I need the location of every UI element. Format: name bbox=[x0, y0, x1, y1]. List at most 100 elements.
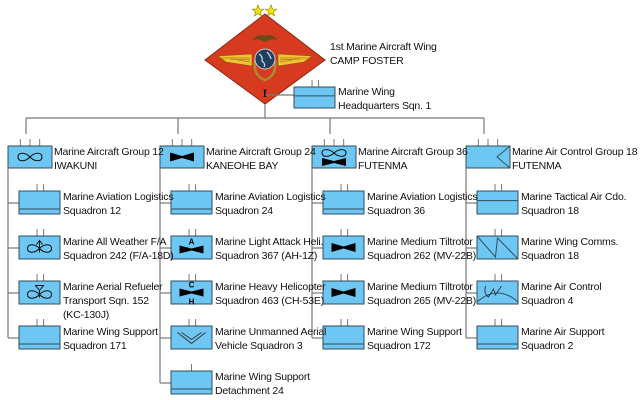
group-label-line2: KANEOHE BAY bbox=[206, 160, 279, 172]
unit-symbol-refueler bbox=[18, 274, 61, 305]
right-wing-icon bbox=[277, 53, 313, 67]
group-label-line2: FUTENMA bbox=[358, 160, 408, 172]
unit-label: Squadron 36 bbox=[367, 205, 425, 217]
roman-numeral: I bbox=[263, 86, 268, 100]
letter-h-icon: H bbox=[189, 298, 195, 307]
left-wing-icon bbox=[217, 53, 253, 67]
unit-label: Marine Aerial Refueler bbox=[63, 281, 163, 293]
unit-symbol-signal bbox=[476, 229, 519, 260]
unit-label: Marine Unmanned Aerial bbox=[215, 326, 327, 338]
wing-name: 1st Marine Aircraft Wing bbox=[330, 41, 437, 53]
unit-label: Detachment 24 bbox=[215, 385, 284, 397]
unit-box bbox=[170, 325, 213, 350]
unit-label: Marine Wing Comms. bbox=[521, 236, 619, 248]
unit-box bbox=[170, 235, 213, 260]
unit-label: Marine Heavy Helicopter bbox=[215, 281, 326, 293]
unit-symbol-logistics bbox=[18, 184, 61, 215]
unit-symbol-composite bbox=[311, 139, 357, 169]
unit-label: Squadron 2 bbox=[521, 340, 574, 352]
star-icon bbox=[251, 4, 265, 17]
unit-label: Marine Medium Tiltrotor bbox=[367, 281, 473, 293]
refuel-triangle-icon bbox=[34, 285, 45, 292]
unit-label: Squadron 367 (AH-1Z) bbox=[215, 250, 318, 262]
unit-label: Squadron 242 (F/A-18D) bbox=[63, 250, 174, 262]
unit-symbol-hq-bar bbox=[476, 184, 519, 215]
unit-symbol-attack-helicopter: A bbox=[170, 229, 213, 260]
unit-label: Squadron 171 bbox=[63, 340, 127, 352]
unit-box bbox=[170, 190, 213, 215]
unit-symbol-fixed-wing bbox=[7, 139, 53, 169]
letter-c-icon: C bbox=[189, 281, 195, 290]
unit-symbol-logistics bbox=[322, 319, 365, 350]
unit-symbol-uav bbox=[170, 319, 213, 350]
unit-label: Squadron 4 bbox=[521, 295, 574, 307]
unit-symbol-rotary-wing bbox=[159, 139, 205, 169]
unit-label: Marine Air Support bbox=[521, 326, 605, 338]
unit-label: Marine Light Attack Heli. bbox=[215, 236, 324, 248]
unit-symbol-tiltrotor bbox=[322, 229, 365, 260]
unit-box bbox=[465, 145, 511, 169]
unit-symbol-logistics bbox=[322, 184, 365, 215]
unit-label: Marine Tactical Air Cdo. bbox=[521, 191, 627, 203]
unit-box bbox=[18, 325, 61, 350]
unit-symbol-logistics bbox=[170, 364, 213, 395]
unit-label: Marine Aviation Logistics bbox=[63, 191, 174, 203]
anchor-icon bbox=[253, 59, 277, 82]
unit-label: Squadron 12 bbox=[63, 205, 121, 217]
unit-box bbox=[18, 190, 61, 215]
unit-symbol-fighter-attack bbox=[18, 229, 61, 260]
unit-label: Squadron 18 bbox=[521, 205, 579, 217]
unit-box bbox=[476, 190, 519, 215]
unit-box bbox=[476, 235, 519, 260]
unit-box bbox=[311, 145, 357, 169]
wing-location: CAMP FOSTER bbox=[330, 55, 404, 67]
unit-label: Squadron 262 (MV-22B) bbox=[367, 250, 477, 262]
signal-lightning-icon bbox=[476, 235, 519, 260]
unit-label: Squadron 18 bbox=[521, 250, 579, 262]
fixed-wing-icon bbox=[321, 149, 347, 157]
unit-label: Marine Wing Support bbox=[63, 326, 158, 338]
group-label-line2: IWAKUNI bbox=[54, 160, 98, 172]
unit-box bbox=[170, 370, 213, 395]
unit-label: Marine Aviation Logistics bbox=[367, 191, 478, 203]
unit-symbol-heavy-helicopter: CH bbox=[170, 274, 213, 307]
unit-box bbox=[293, 86, 336, 109]
unit-label: Marine Wing Support bbox=[215, 371, 310, 383]
group-label-line1: Marine Air Control Group 18 bbox=[512, 146, 638, 158]
unit-box bbox=[322, 325, 365, 350]
unit-label: Marine Air Control bbox=[521, 281, 602, 293]
unit-label: Squadron 265 (MV-22B) bbox=[367, 295, 477, 307]
star-icon bbox=[264, 4, 278, 17]
wing-insignia: I bbox=[204, 13, 326, 105]
unit-label: Squadron 172 bbox=[367, 340, 431, 352]
eagle-icon bbox=[252, 35, 278, 42]
uav-chevron-icon bbox=[177, 332, 206, 345]
group-label-line1: Marine Aircraft Group 36 bbox=[358, 146, 468, 158]
unit-symbol-air-control bbox=[465, 139, 511, 169]
group-label-line1: Marine Aircraft Group 24 bbox=[206, 146, 316, 158]
unit-label: Vehicle Squadron 3 bbox=[215, 340, 303, 352]
hq-label-line1: Marine Wing bbox=[338, 86, 395, 98]
unit-label: Squadron 463 (CH-53E) bbox=[215, 295, 325, 307]
unit-label: Transport Sqn. 152 bbox=[63, 295, 149, 307]
group-label-line1: Marine Aircraft Group 12 bbox=[54, 146, 164, 158]
unit-label: Marine All Weather F/A bbox=[63, 236, 167, 248]
unit-label: Squadron 24 bbox=[215, 205, 273, 217]
unit-symbol-hq-bar bbox=[293, 80, 336, 109]
unit-label: Marine Wing Support bbox=[367, 326, 462, 338]
unit-label: (KC-130J) bbox=[63, 309, 110, 321]
unit-label: Marine Aviation Logistics bbox=[215, 191, 326, 203]
unit-box bbox=[476, 325, 519, 350]
unit-label: Marine Medium Tiltrotor bbox=[367, 236, 473, 248]
unit-symbol-logistics bbox=[476, 319, 519, 350]
radar-dome-icon bbox=[476, 292, 519, 303]
group-label-line2: FUTENMA bbox=[512, 160, 562, 172]
hq-label-line2: Headquarters Sqn. 1 bbox=[338, 100, 432, 112]
fixed-wing-icon bbox=[17, 152, 43, 162]
unit-symbol-tiltrotor bbox=[322, 274, 365, 305]
unit-symbol-logistics bbox=[170, 184, 213, 215]
unit-symbol-radar bbox=[476, 274, 519, 305]
unit-symbol-logistics bbox=[18, 319, 61, 350]
unit-box bbox=[322, 190, 365, 215]
